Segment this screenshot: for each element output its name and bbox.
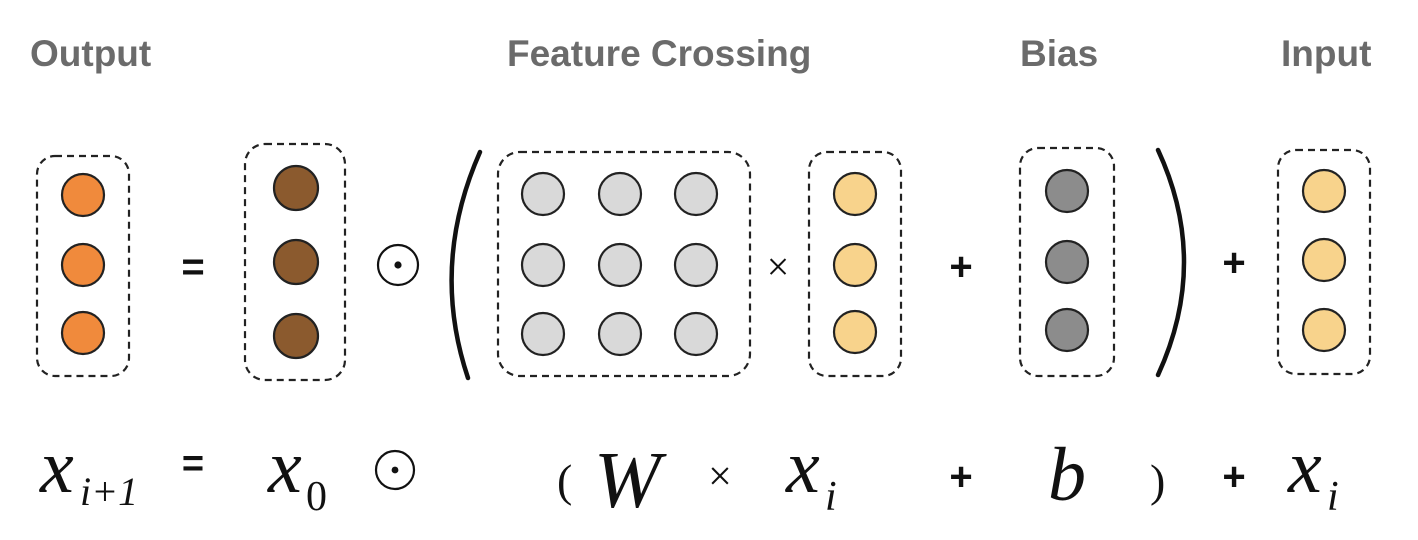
xi-vector-box [807,150,903,378]
input-vector-box [1276,148,1372,376]
xi-node [832,309,878,355]
heading-feature-crossing: Feature Crossing [507,33,811,74]
output-vector-box [35,154,131,378]
input-node [1301,237,1347,283]
formula-xi-input-subscript: i [1327,474,1339,520]
output-node [60,242,106,288]
xi-vector [807,150,903,378]
output-node [60,172,106,218]
x0-node [272,312,320,360]
formula-left-parenthesis: ( [557,455,572,506]
bias-node [1044,239,1090,285]
formula-plus-input: + [1222,455,1245,499]
formula-times: × [708,454,732,500]
weight-node [520,171,566,217]
input-vector [1276,148,1372,376]
weight-node [597,171,643,217]
right-parenthesis [1155,147,1187,378]
bias-node [1044,307,1090,353]
formula-w: W [594,437,667,525]
formula-x0: x [267,425,302,509]
hadamard-operator [376,243,420,287]
equals-operator: = [181,245,204,289]
formula-x-next: x [39,425,74,509]
plus-operator-bias: + [949,245,972,289]
weight-node [673,242,719,288]
weight-node [520,311,566,357]
hadamard-glyph-hidden: ⊙ [0,0,1,1]
formula-x0-subscript: 0 [306,474,327,520]
formula-hadamard-operator [374,449,416,491]
weight-node [597,311,643,357]
output-node [60,310,106,356]
formula-xi: x [785,425,820,509]
formula-b: b [1048,433,1086,517]
output-vector [35,154,131,378]
times-operator: × [767,244,790,289]
weight-node [597,242,643,288]
bias-vector-box [1018,146,1116,378]
x0-node [272,238,320,286]
formula-x-next-subscript: i+1 [80,469,138,514]
formula-right-parenthesis: ) [1150,455,1165,506]
left-parenthesis [449,149,483,381]
x0-node [272,164,320,212]
x0-vector-box [243,142,347,382]
input-node [1301,168,1347,214]
formula-hadamard-glyph-hidden: ⊙ [0,0,1,1]
formula-equals: = [182,443,204,485]
bias-node [1044,168,1090,214]
x0-vector [243,142,347,382]
formula: x i+1 = x 0 ( W × x i + b ) + x i [39,425,1339,525]
xi-node [832,171,878,217]
formula-xi-input: x [1287,425,1322,509]
heading-output: Output [30,33,151,74]
weight-node [673,311,719,357]
xi-node [832,242,878,288]
plus-operator-input: + [1222,241,1245,285]
weight-node [520,242,566,288]
formula-xi-subscript: i [825,474,837,520]
bias-vector [1018,146,1116,378]
formula-plus-bias: + [949,455,972,499]
weight-node [673,171,719,217]
weight-matrix [496,150,752,378]
heading-input: Input [1281,33,1371,74]
heading-bias: Bias [1020,33,1098,74]
input-node [1301,307,1347,353]
